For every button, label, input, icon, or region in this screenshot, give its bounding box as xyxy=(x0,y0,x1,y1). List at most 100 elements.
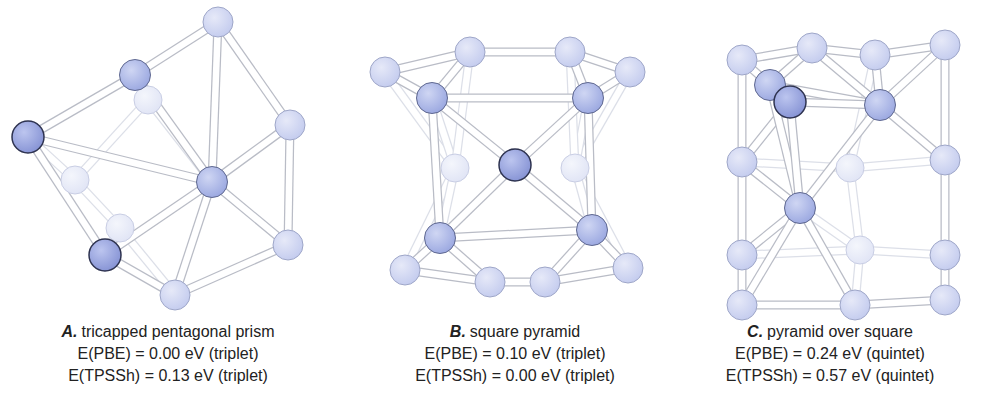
metal-atom xyxy=(860,40,890,70)
bond-stick xyxy=(28,137,105,255)
metal-atom xyxy=(203,7,233,37)
metal-atom xyxy=(275,110,305,140)
metal-atom xyxy=(106,214,134,242)
bond-fill xyxy=(405,168,455,270)
bond-outline xyxy=(432,98,440,238)
metal-atom xyxy=(613,253,643,283)
caption-line: A.tricapped pentagonal prism xyxy=(61,322,274,342)
bond-stick xyxy=(105,182,212,255)
bond-outline xyxy=(288,125,290,245)
metal-atom xyxy=(12,121,44,153)
caption-line: E(TPSSh) = 0.13 eV (triplet) xyxy=(68,366,268,386)
bond-fill xyxy=(432,95,588,102)
metal-atom xyxy=(865,90,896,121)
bond-fill xyxy=(575,168,628,268)
bond-outline xyxy=(405,168,455,270)
metal-atom xyxy=(930,30,960,60)
caption-text: E(PBE) = 0.24 eV (quintet) xyxy=(735,345,925,362)
bond-fill xyxy=(800,208,855,305)
metal-atom xyxy=(370,57,400,87)
bond-stick xyxy=(800,105,880,208)
caption-text: E(PBE) = 0.10 eV (triplet) xyxy=(425,345,606,362)
bond-stick xyxy=(212,22,218,182)
metal-atom xyxy=(836,154,864,182)
caption-text: E(TPSSh) = 0.13 eV (triplet) xyxy=(68,367,268,384)
caption-line: C.pyramid over square xyxy=(747,322,913,342)
bond-outline xyxy=(742,301,855,310)
bond-fill xyxy=(742,302,855,309)
bond-stick xyxy=(218,22,290,125)
metal-atom xyxy=(573,83,604,114)
metal-atom xyxy=(930,145,960,175)
bond-outline xyxy=(742,250,860,255)
bond-stick xyxy=(28,75,135,137)
metal-atom xyxy=(774,86,806,118)
metal-atom xyxy=(561,154,589,182)
tricapped-pentagonal-prism xyxy=(12,7,305,310)
bond-fill xyxy=(28,137,105,255)
bond-stick xyxy=(742,250,860,255)
bond-outline xyxy=(440,230,592,238)
panel-letter: A. xyxy=(61,323,77,340)
bond-outline xyxy=(105,182,212,255)
metal-atom xyxy=(615,57,645,87)
metal-atom xyxy=(390,255,420,285)
bond-outline xyxy=(175,245,288,295)
caption-line: E(TPSSh) = 0.00 eV (triplet) xyxy=(415,366,615,386)
bond-fill xyxy=(942,45,949,160)
metal-atom xyxy=(727,45,757,75)
bond-stick xyxy=(945,45,946,160)
bond-outline xyxy=(212,22,218,182)
metal-atom xyxy=(555,37,585,67)
bond-fill xyxy=(218,22,290,125)
bond-stick xyxy=(432,98,588,99)
metal-atom xyxy=(727,290,757,320)
caption-text: pyramid over square xyxy=(767,323,913,340)
caption-text: E(TPSSh) = 0.00 eV (triplet) xyxy=(415,367,615,384)
caption-text: square pyramid xyxy=(470,323,580,340)
metal-atom xyxy=(441,154,469,182)
bond-outline xyxy=(575,168,628,268)
caption-text: E(PBE) = 0.00 eV (triplet) xyxy=(78,345,259,362)
bond-outline xyxy=(800,208,855,305)
metal-atom xyxy=(417,83,448,114)
bond-fill xyxy=(175,245,288,295)
bond-outline xyxy=(800,105,880,208)
metal-atom xyxy=(120,60,151,91)
bond-fill xyxy=(105,182,212,255)
metal-atom xyxy=(160,280,190,310)
bond-outline xyxy=(218,22,290,125)
bond-stick xyxy=(575,168,628,268)
metal-atom xyxy=(577,215,608,246)
metal-atom xyxy=(475,267,505,297)
metal-atom xyxy=(61,166,89,194)
bond-fill xyxy=(28,75,135,137)
caption-line: E(PBE) = 0.10 eV (triplet) xyxy=(425,344,606,364)
metal-atom xyxy=(930,240,960,270)
caption-line: E(PBE) = 0.00 eV (triplet) xyxy=(78,344,259,364)
caption-line: B.square pyramid xyxy=(450,322,580,342)
bond-stick xyxy=(405,168,455,270)
metal-atom xyxy=(785,193,816,224)
metal-atom xyxy=(425,223,456,254)
bond-fill xyxy=(800,105,880,208)
bond-outline xyxy=(28,137,105,255)
metal-atom xyxy=(727,147,757,177)
metal-atom xyxy=(499,149,531,181)
panel-letter: B. xyxy=(450,323,466,340)
bond-stick xyxy=(175,245,288,295)
pyramid-over-square xyxy=(727,30,960,320)
caption-text: E(TPSSh) = 0.57 eV (quintet) xyxy=(726,367,935,384)
bond-fill xyxy=(288,125,290,245)
metal-atom xyxy=(273,230,303,260)
bond-fill xyxy=(212,22,218,182)
metal-atom xyxy=(930,285,960,315)
caption-line: E(PBE) = 0.24 eV (quintet) xyxy=(735,344,925,364)
metal-atom xyxy=(840,290,870,320)
bond-outline xyxy=(432,94,588,103)
panel-letter: C. xyxy=(747,323,763,340)
metal-atom xyxy=(797,33,827,63)
bond-outline xyxy=(941,45,950,160)
metal-atom xyxy=(89,239,121,271)
